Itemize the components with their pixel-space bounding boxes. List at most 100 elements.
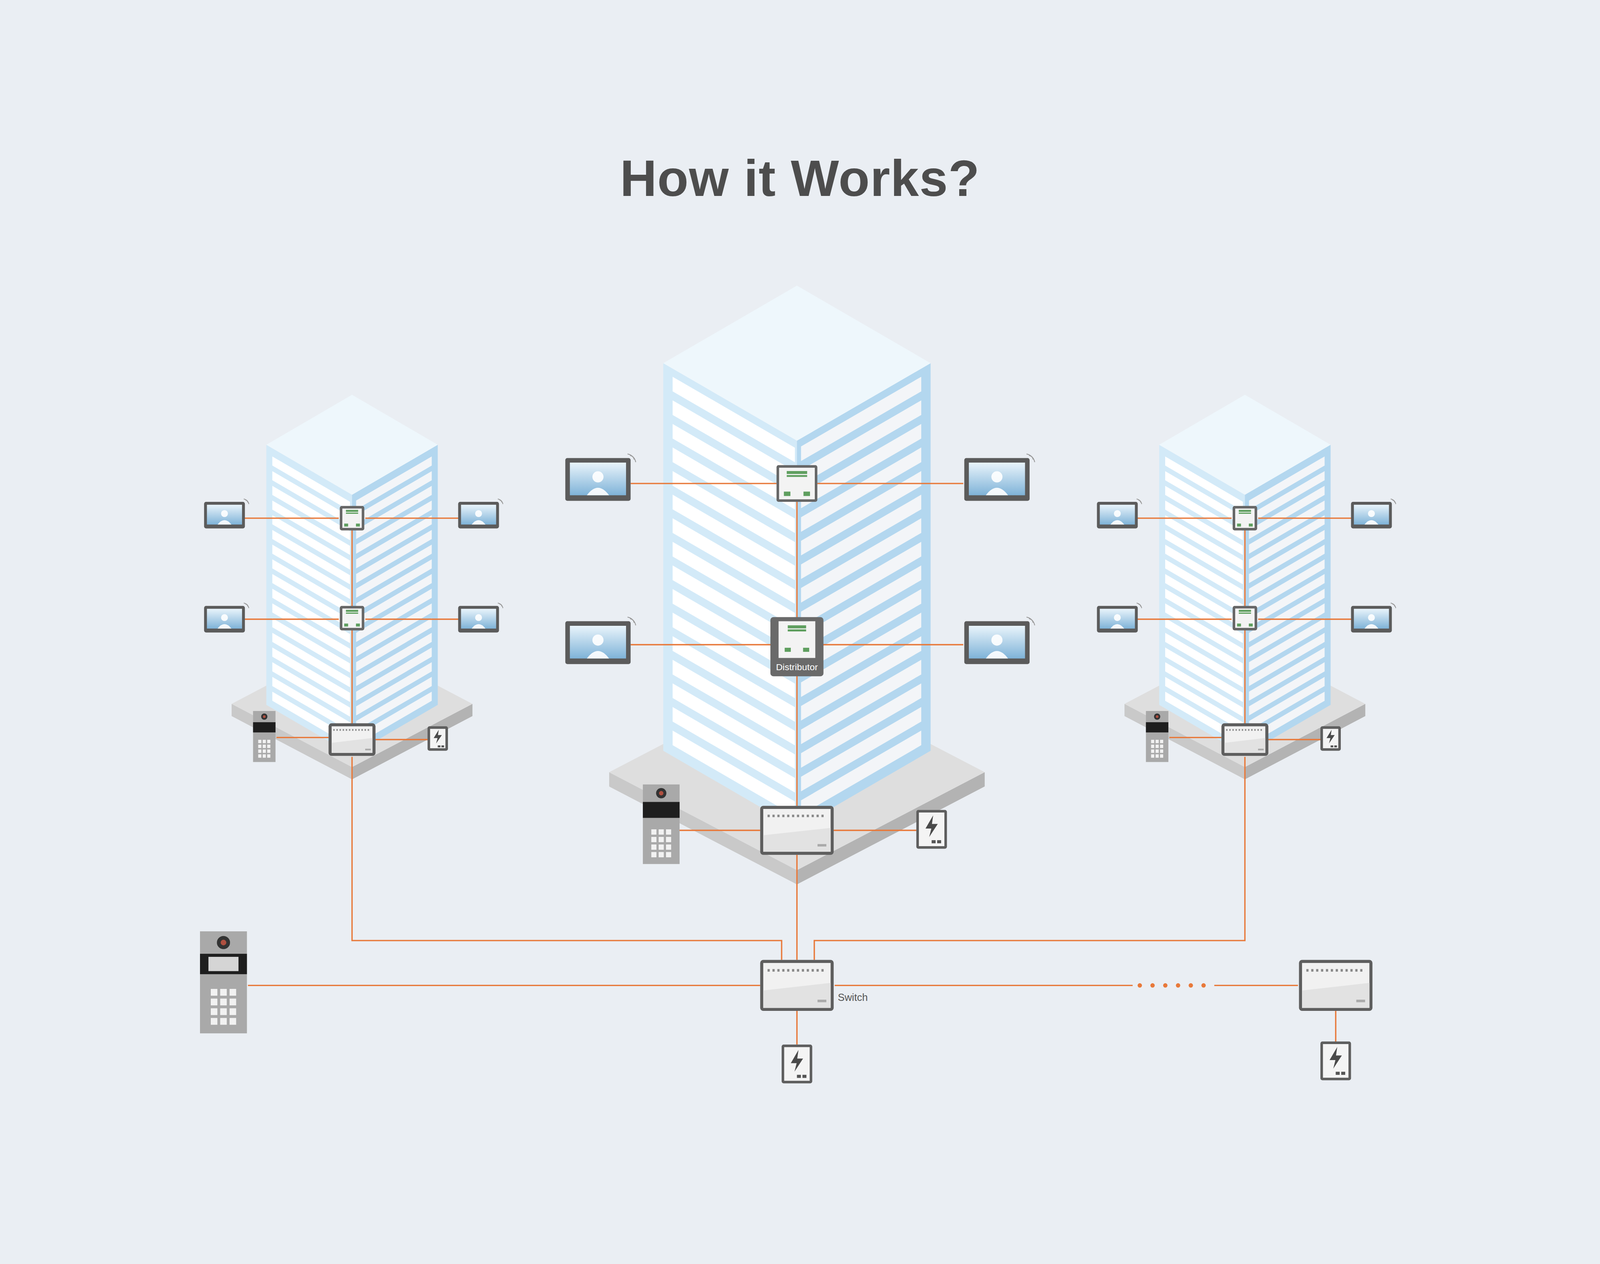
key <box>651 829 657 835</box>
rect-shape <box>1320 1042 1352 1081</box>
rect-shape <box>346 510 359 512</box>
wifi-arc <box>498 499 504 505</box>
rect-shape <box>344 523 349 527</box>
key <box>1160 749 1164 753</box>
power-supply <box>781 1044 813 1084</box>
port-dot <box>777 814 780 818</box>
port-dot <box>1345 969 1348 972</box>
circle-shape <box>475 510 482 518</box>
rect-shape <box>1302 963 1370 1008</box>
port-dot <box>792 969 795 972</box>
path-shape <box>586 488 610 496</box>
rect-shape <box>763 809 831 852</box>
key <box>666 829 672 835</box>
building <box>663 285 931 829</box>
distributor-label: Distributor <box>770 662 824 674</box>
rect-shape <box>1341 1072 1346 1076</box>
path-shape <box>1110 624 1125 629</box>
key <box>1151 749 1155 753</box>
path-shape <box>217 520 232 525</box>
rect-shape <box>784 648 791 652</box>
path-shape <box>586 651 610 659</box>
door-station <box>200 931 247 1034</box>
port-dot <box>1244 729 1247 731</box>
port-dot <box>364 729 366 731</box>
port-dot <box>806 814 810 818</box>
key <box>1151 740 1155 744</box>
path-shape <box>471 624 486 629</box>
key <box>258 744 262 748</box>
key <box>267 749 271 753</box>
key <box>1155 754 1159 758</box>
indoor-monitor <box>565 454 636 501</box>
door-station <box>642 784 680 865</box>
port-dot <box>1229 729 1231 731</box>
floor-stripe <box>801 730 922 816</box>
wifi-arc <box>243 603 249 609</box>
power-supply <box>916 810 948 850</box>
rect-shape <box>339 506 364 531</box>
rect-shape <box>342 608 362 628</box>
rect-shape <box>779 468 815 500</box>
path-shape <box>1302 983 1370 1009</box>
circle-shape <box>1368 510 1375 518</box>
rect-shape <box>784 491 791 496</box>
key <box>229 1018 236 1026</box>
rect-shape <box>1322 1044 1349 1078</box>
indoor-monitor <box>565 617 636 664</box>
port-dot <box>339 729 342 731</box>
path-shape <box>331 738 373 753</box>
wire <box>1214 985 1298 987</box>
rect-shape <box>204 502 245 529</box>
building <box>1159 394 1331 756</box>
port-dot <box>348 729 351 731</box>
indoor-monitor <box>964 617 1035 664</box>
rect-shape <box>204 606 245 633</box>
key <box>1151 744 1155 748</box>
rect-shape <box>787 629 806 632</box>
key <box>658 852 664 858</box>
path-shape <box>1364 520 1379 525</box>
key <box>1160 754 1164 758</box>
circle-shape <box>220 940 227 946</box>
polygon-shape <box>266 444 352 756</box>
circle-shape <box>991 634 1003 646</box>
rect-shape <box>1238 610 1252 612</box>
rect-shape <box>1099 608 1135 629</box>
port-dot <box>1330 969 1334 972</box>
key <box>262 740 266 744</box>
key <box>210 1008 218 1016</box>
key <box>220 1018 227 1026</box>
rect-shape <box>570 626 626 659</box>
power-supply <box>1320 726 1341 751</box>
port-dot <box>772 814 775 818</box>
rect-shape <box>253 711 276 763</box>
path-shape <box>790 1050 804 1072</box>
rect-shape <box>802 1075 807 1079</box>
rect-shape <box>968 626 1025 659</box>
circle-shape <box>1368 614 1375 622</box>
network-switch <box>1298 960 1373 1012</box>
path-shape <box>986 488 1009 496</box>
rect-shape <box>346 610 359 612</box>
key <box>651 837 657 843</box>
port-dot <box>1260 729 1262 731</box>
door-station <box>253 711 276 763</box>
wifi-arc <box>627 617 636 626</box>
port-dot <box>777 969 780 972</box>
path-shape <box>763 983 831 1009</box>
circle-shape <box>261 713 268 720</box>
continuation-dot <box>1202 984 1206 988</box>
rect-shape <box>1221 723 1269 757</box>
key <box>210 998 218 1006</box>
circle-shape <box>1114 510 1121 518</box>
rect-shape <box>570 462 626 496</box>
network-switch <box>760 806 834 855</box>
rect-shape <box>1322 729 1338 749</box>
key <box>1151 754 1155 758</box>
port-dot <box>1355 969 1358 972</box>
key <box>658 829 664 835</box>
rect-shape <box>1354 608 1390 629</box>
rect-shape <box>776 465 818 502</box>
building <box>266 394 438 756</box>
